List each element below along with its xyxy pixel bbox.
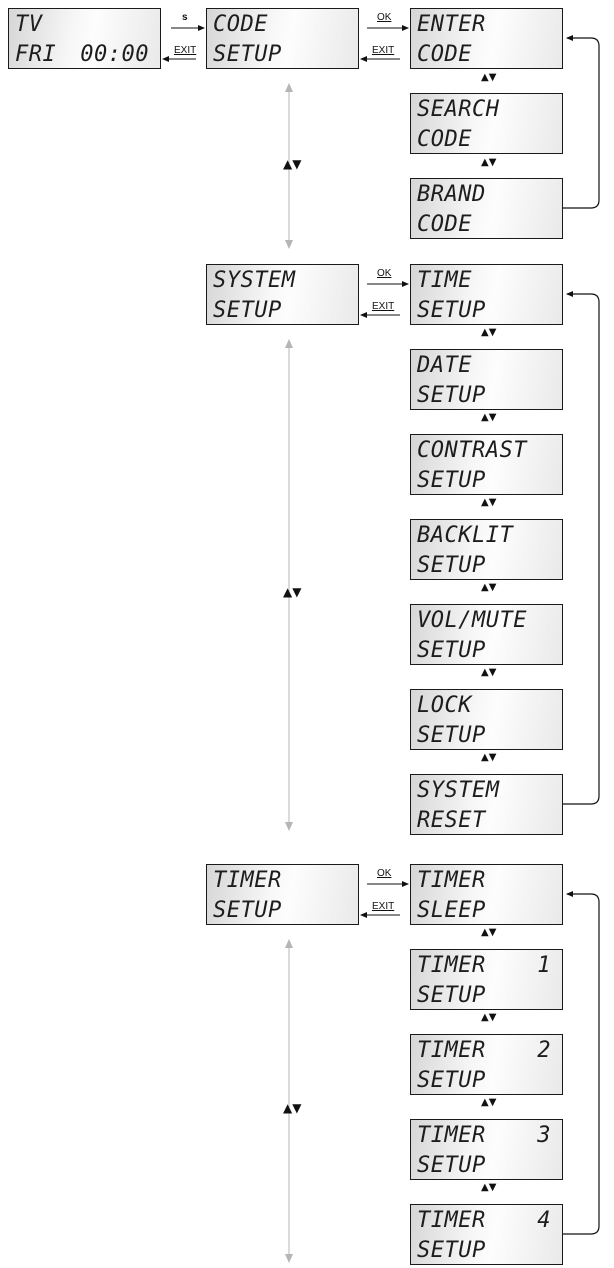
home-display: TV FRI 00:00 — [8, 8, 161, 69]
up-down-triangles-icon: ▲▼ — [481, 582, 497, 593]
timer-2-title: TIMER — [417, 1038, 486, 1063]
up-down-triangles-icon: ▲▼ — [481, 927, 497, 938]
code-setup-display: CODE SETUP — [206, 8, 359, 69]
code-exit-label: EXIT — [372, 45, 395, 56]
backlit-setup-line-2: SETUP — [417, 553, 486, 578]
s-key-label: s — [182, 12, 188, 23]
home-day: FRI — [15, 42, 57, 67]
up-down-triangles-icon: ▲▼ — [481, 667, 497, 678]
wrap-connector-system — [563, 291, 600, 805]
enter-code-line-1: ENTER — [417, 12, 486, 37]
timer-1-line-1: TIMER 1 — [417, 951, 556, 981]
up-down-triangles-icon: ▲▼ — [481, 72, 497, 83]
timer-1-line-2: SETUP — [417, 983, 486, 1008]
system-exit-label: EXIT — [372, 301, 395, 312]
timer-exit-label: EXIT — [372, 901, 395, 912]
time-setup-display: TIME SETUP — [410, 264, 563, 325]
up-down-triangles-icon: ▲▼ — [481, 752, 497, 763]
up-down-triangles-icon: ▲▼ — [283, 585, 302, 599]
home-clock: 00:00 — [80, 42, 149, 67]
up-down-triangles-icon: ▲▼ — [481, 1097, 497, 1108]
up-down-triangles-icon: ▲▼ — [481, 412, 497, 423]
code-setup-line-1: CODE — [213, 12, 268, 37]
timer-ok-label: OK — [377, 868, 392, 879]
contrast-setup-line-2: SETUP — [417, 468, 486, 493]
timer-sleep-line-1: TIMER — [417, 868, 486, 893]
system-setup-line-2: SETUP — [213, 298, 282, 323]
timer-setup-display: TIMER SETUP — [206, 864, 359, 925]
backlit-setup-line-1: BACKLIT — [417, 523, 514, 548]
home-line-2: FRI 00:00 — [15, 40, 154, 68]
home-line-1: TV — [15, 12, 43, 37]
up-down-triangles-icon: ▲▼ — [481, 497, 497, 508]
timer-3-setup-display: TIMER 3 SETUP — [410, 1119, 563, 1180]
timer-2-line-1: TIMER 2 — [417, 1036, 556, 1066]
timer-1-setup-display: TIMER 1 SETUP — [410, 949, 563, 1010]
system-ok-label: OK — [377, 268, 392, 279]
wrap-connector-code — [563, 35, 600, 209]
timer-4-setup-display: TIMER 4 SETUP — [410, 1204, 563, 1265]
vol-mute-setup-display: VOL/MUTE SETUP — [410, 604, 563, 665]
up-down-triangles-icon: ▲▼ — [481, 327, 497, 338]
up-down-triangles-icon: ▲▼ — [283, 157, 302, 171]
system-reset-line-1: SYSTEM — [417, 778, 500, 803]
up-down-triangles-icon: ▲▼ — [481, 1182, 497, 1193]
contrast-setup-display: CONTRAST SETUP — [410, 434, 563, 495]
code-setup-line-2: SETUP — [213, 42, 282, 67]
timer-setup-line-2: SETUP — [213, 898, 282, 923]
search-code-line-2: CODE — [417, 127, 472, 152]
search-code-line-1: SEARCH — [417, 97, 500, 122]
enter-code-display: ENTER CODE — [410, 8, 563, 69]
lock-setup-line-2: SETUP — [417, 723, 486, 748]
timer-setup-line-1: TIMER — [213, 868, 282, 893]
system-setup-display: SYSTEM SETUP — [206, 264, 359, 325]
timer-sleep-display: TIMER SLEEP — [410, 864, 563, 925]
system-setup-line-1: SYSTEM — [213, 268, 296, 293]
date-setup-line-2: SETUP — [417, 383, 486, 408]
enter-code-line-2: CODE — [417, 42, 472, 67]
date-setup-line-1: DATE — [417, 353, 472, 378]
time-setup-line-2: SETUP — [417, 298, 486, 323]
timer-1-title: TIMER — [417, 953, 486, 978]
date-setup-display: DATE SETUP — [410, 349, 563, 410]
timer-2-line-2: SETUP — [417, 1068, 486, 1093]
home-exit-label: EXIT — [174, 45, 197, 56]
timer-4-title: TIMER — [417, 1208, 486, 1233]
wrap-connector-timer — [563, 891, 600, 1235]
up-down-triangles-icon: ▲▼ — [283, 1101, 302, 1115]
timer-2-setup-display: TIMER 2 SETUP — [410, 1034, 563, 1095]
brand-code-line-1: BRAND — [417, 182, 486, 207]
timer-4-line-2: SETUP — [417, 1238, 486, 1263]
brand-code-display: BRAND CODE — [410, 178, 563, 239]
brand-code-line-2: CODE — [417, 212, 472, 237]
up-down-triangles-icon: ▲▼ — [481, 157, 497, 168]
timer-3-line-2: SETUP — [417, 1153, 486, 1178]
timer-3-number: 3 — [537, 1123, 551, 1148]
timer-2-number: 2 — [537, 1038, 551, 1063]
timer-3-title: TIMER — [417, 1123, 486, 1148]
vol-mute-setup-line-2: SETUP — [417, 638, 486, 663]
system-reset-line-2: RESET — [417, 808, 486, 833]
timer-3-line-1: TIMER 3 — [417, 1121, 556, 1151]
backlit-setup-display: BACKLIT SETUP — [410, 519, 563, 580]
timer-sleep-line-2: SLEEP — [417, 898, 486, 923]
timer-4-number: 4 — [537, 1208, 551, 1233]
lock-setup-display: LOCK SETUP — [410, 689, 563, 750]
system-reset-display: SYSTEM RESET — [410, 774, 563, 835]
up-down-triangles-icon: ▲▼ — [481, 1012, 497, 1023]
timer-1-number: 1 — [537, 953, 551, 978]
vol-mute-setup-line-1: VOL/MUTE — [417, 608, 527, 633]
contrast-setup-line-1: CONTRAST — [417, 438, 527, 463]
code-ok-label: OK — [377, 12, 392, 23]
timer-4-line-1: TIMER 4 — [417, 1206, 556, 1236]
time-setup-line-1: TIME — [417, 268, 472, 293]
search-code-display: SEARCH CODE — [410, 93, 563, 154]
lock-setup-line-1: LOCK — [417, 693, 472, 718]
